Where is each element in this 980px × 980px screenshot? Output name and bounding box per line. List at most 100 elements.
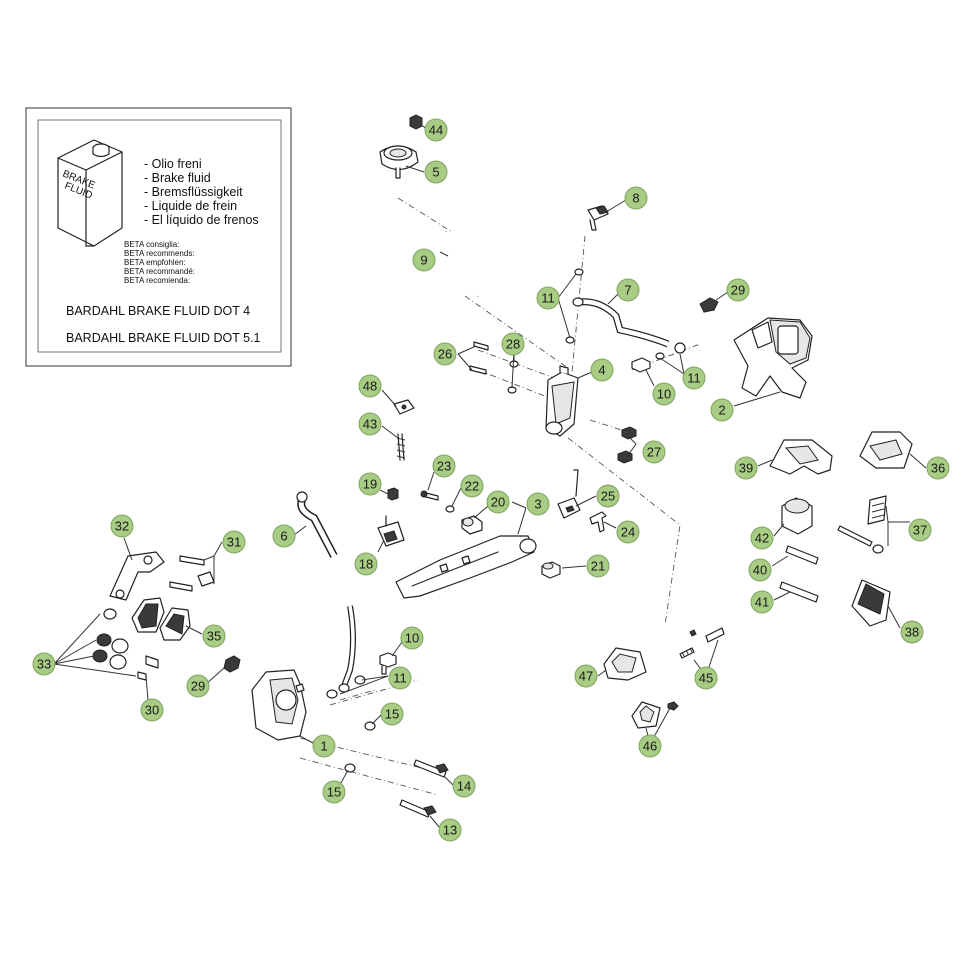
part-3-brake-pedal [395, 535, 537, 599]
svg-text:10: 10 [657, 387, 671, 402]
callout-18: 18 [354, 552, 378, 576]
fluid-name-4: - El líquido de frenos [144, 213, 259, 227]
part-41-pin [779, 581, 819, 603]
svg-text:1: 1 [320, 739, 327, 754]
svg-text:2: 2 [718, 403, 725, 418]
part-20-bushing [461, 515, 483, 535]
part-44-cap-screw [409, 114, 423, 130]
svg-text:46: 46 [643, 739, 657, 754]
part-28-washers [507, 360, 519, 394]
part-22-washer [445, 505, 455, 513]
recommend-1: BETA recommends: [124, 249, 195, 258]
svg-text:41: 41 [755, 595, 769, 610]
svg-text:6: 6 [280, 529, 287, 544]
callout-25: 25 [596, 484, 620, 508]
svg-text:35: 35 [207, 629, 221, 644]
part-21-nut [541, 561, 561, 579]
part-10-banjo-bolt-front [379, 652, 397, 675]
callout-36: 36 [926, 456, 950, 480]
svg-text:44: 44 [429, 123, 443, 138]
brake-fluid-can-icon: BRAKE FLUID [57, 139, 123, 247]
callout-46: 46 [638, 734, 662, 758]
callout-38: 38 [900, 620, 924, 644]
callout-22: 22 [460, 474, 484, 498]
svg-text:7: 7 [624, 283, 631, 298]
brake-fluid-legend: BRAKE FLUID - Olio freni - Brake fluid -… [25, 107, 292, 367]
callout-20: 20 [486, 490, 510, 514]
part-45-spring-pin [679, 627, 725, 659]
part-1-front-caliper [251, 669, 307, 741]
part-30-bleeder [137, 655, 159, 681]
callout-8: 8 [624, 186, 648, 210]
part-2-rear-caliper [733, 317, 813, 399]
svg-text:11: 11 [687, 371, 701, 386]
part-18-brake-switch [377, 515, 405, 547]
svg-text:47: 47 [579, 669, 593, 684]
part-29-bleeder [699, 297, 719, 313]
svg-text:48: 48 [363, 379, 377, 394]
part-8-banjo-fitting [587, 205, 609, 231]
callout-39: 39 [734, 456, 758, 480]
part-47-plate [603, 647, 647, 681]
part-48-clip [393, 399, 415, 415]
svg-text:36: 36 [931, 461, 945, 476]
svg-text:43: 43 [363, 417, 377, 432]
svg-text:29: 29 [191, 679, 205, 694]
callout-7: 7 [616, 278, 640, 302]
part-15-washers [344, 721, 376, 773]
svg-text:45: 45 [699, 671, 713, 686]
part-27-nuts [617, 426, 637, 464]
svg-text:25: 25 [601, 489, 615, 504]
svg-text:11: 11 [393, 671, 407, 686]
part-6-return-spring [296, 491, 338, 558]
callout-48: 48 [358, 374, 382, 398]
svg-text:40: 40 [753, 563, 767, 578]
callout-14: 14 [452, 774, 476, 798]
part-37-pad-pin [837, 495, 887, 554]
svg-text:20: 20 [491, 495, 505, 510]
svg-text:5: 5 [432, 165, 439, 180]
svg-text:19: 19 [363, 477, 377, 492]
callout-10: 10 [652, 382, 676, 406]
part-14-caliper-bolt [413, 759, 449, 778]
callout-44: 44 [424, 118, 448, 142]
svg-text:30: 30 [145, 703, 159, 718]
svg-text:13: 13 [443, 823, 457, 838]
callout-42: 42 [750, 526, 774, 550]
callout-24: 24 [616, 520, 640, 544]
fluid-name-1: - Brake fluid [144, 171, 211, 185]
callout-badges: 44 5 8 9 11 7 29 26 28 4 10 11 2 48 43 2… [32, 118, 950, 842]
part-11-washers-front [326, 675, 366, 699]
callout-47: 47 [574, 664, 598, 688]
part-10-banjo-bolt [631, 352, 665, 373]
svg-text:28: 28 [506, 337, 520, 352]
svg-text:23: 23 [437, 459, 451, 474]
part-38-brake-pads [851, 579, 891, 627]
callout-19: 19 [358, 472, 382, 496]
callout-32: 32 [110, 514, 134, 538]
part-39-caliper-guard [769, 439, 833, 475]
callout-45: 45 [694, 666, 718, 690]
svg-text:9: 9 [420, 253, 427, 268]
callout-40: 40 [748, 558, 772, 582]
part-29-bleeder-front [223, 655, 241, 673]
part-36-pad-plate [859, 431, 913, 469]
part-9-hose [429, 231, 499, 297]
callout-3: 3 [526, 492, 550, 516]
fluid-name-3: - Liquide de frein [144, 199, 237, 213]
callout-2: 2 [710, 398, 734, 422]
svg-text:21: 21 [591, 559, 605, 574]
callout-28: 28 [501, 332, 525, 356]
callout-15: 15 [380, 702, 404, 726]
svg-text:29: 29 [731, 283, 745, 298]
callout-1: 1 [312, 734, 336, 758]
product-dot4: BARDAHL BRAKE FLUID DOT 4 [66, 304, 250, 318]
recommend-list: BETA consiglia: BETA recommends: BETA em… [124, 240, 195, 285]
part-13-caliper-bolt [399, 799, 437, 818]
callout-35: 35 [202, 624, 226, 648]
svg-text:24: 24 [621, 525, 635, 540]
part-43-spring [396, 433, 406, 461]
callout-26: 26 [433, 342, 457, 366]
callout-43: 43 [358, 412, 382, 436]
svg-text:38: 38 [905, 625, 919, 640]
